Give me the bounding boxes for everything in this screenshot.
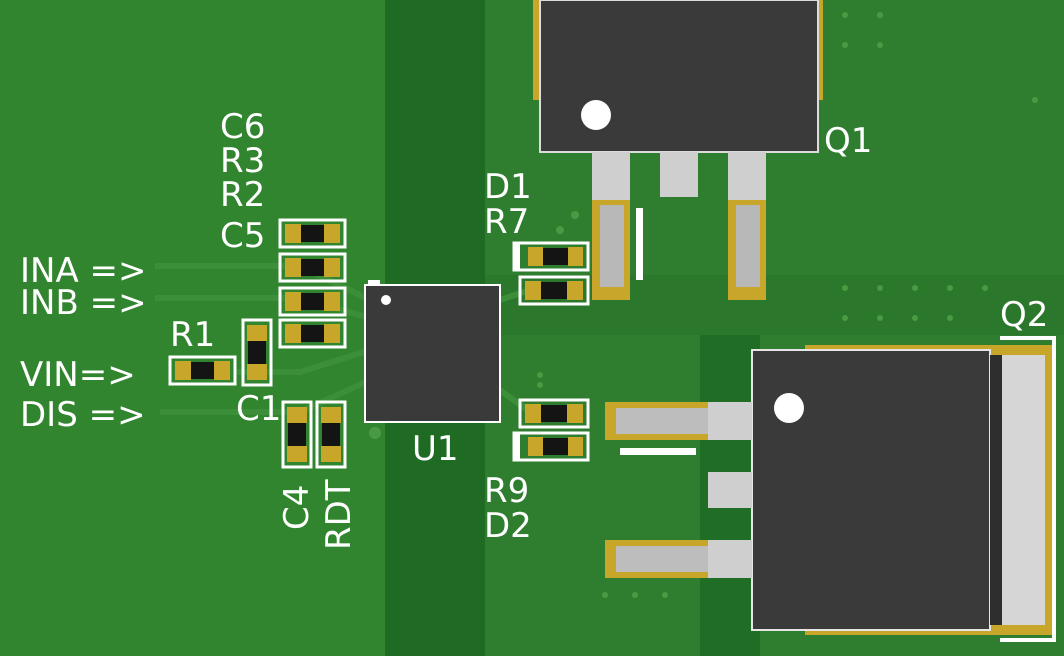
c5-label: C5 xyxy=(220,216,265,256)
vias xyxy=(369,12,1038,598)
q2-pad-bottom-metal xyxy=(616,546,708,572)
vin-label: VIN=> xyxy=(20,355,136,395)
dis-label: DIS => xyxy=(20,395,146,435)
r7-resistor[interactable]: R7 xyxy=(484,202,590,306)
q2-body xyxy=(751,349,991,631)
u1-label: U1 xyxy=(412,429,459,469)
q2-silk-outline xyxy=(1000,336,1056,642)
q2-silk-line xyxy=(620,448,696,455)
r9-resistor[interactable]: R9 xyxy=(484,398,590,511)
rdt-label: RDT xyxy=(319,479,359,550)
q2-tab-edge xyxy=(990,355,1002,625)
q1-transistor[interactable]: Q1 xyxy=(533,0,872,300)
r3-label: R3 xyxy=(220,141,265,181)
c4-label: C4 xyxy=(277,485,317,530)
u1-body xyxy=(364,284,501,423)
r1-label: R1 xyxy=(170,315,215,355)
passive-column: C6 R3 R2 C5 xyxy=(220,107,347,349)
u1-pin1-marker xyxy=(381,295,391,305)
q2-lead-mid xyxy=(708,472,752,508)
c6-capacitor[interactable] xyxy=(278,318,347,349)
q2-pin1-marker xyxy=(774,393,804,423)
q1-lead-center xyxy=(660,152,698,197)
q2-pad-top-metal xyxy=(616,408,708,434)
lower-center-plane xyxy=(485,335,700,656)
q1-body xyxy=(539,0,819,153)
q1-pad-right-metal xyxy=(736,205,760,287)
rdt-resistor[interactable]: RDT xyxy=(315,400,359,550)
q2-label: Q2 xyxy=(1000,295,1048,335)
q1-pin1-marker xyxy=(581,100,611,130)
r2-label: R2 xyxy=(220,175,265,215)
c5-capacitor[interactable] xyxy=(278,218,347,249)
d2-label: D2 xyxy=(484,506,532,546)
q1-pad-left-metal xyxy=(600,205,624,287)
c6-label: C6 xyxy=(220,107,265,147)
ina-label: INA => xyxy=(20,251,147,291)
q1-lead-left xyxy=(592,152,630,200)
r1-resistor[interactable]: R1 xyxy=(168,315,237,386)
r2-resistor[interactable] xyxy=(278,252,347,283)
c1-label: C1 xyxy=(236,389,281,429)
q2-lead-bottom xyxy=(708,540,752,578)
q2-transistor[interactable]: Q2 xyxy=(605,295,1056,642)
d1-label: D1 xyxy=(484,167,532,207)
c4-capacitor[interactable]: C4 xyxy=(277,400,317,530)
d1-diode[interactable]: D1 xyxy=(484,167,590,272)
c1-capacitor[interactable]: C1 xyxy=(236,318,281,429)
u1-ic[interactable]: U1 xyxy=(364,280,501,469)
inb-label: INB => xyxy=(20,283,147,323)
q2-lead-top xyxy=(708,402,752,440)
r7-label: R7 xyxy=(484,202,529,242)
r3-resistor[interactable] xyxy=(278,286,347,317)
d2-diode[interactable]: D2 xyxy=(484,431,590,546)
q1-lead-right xyxy=(728,152,766,200)
q1-label: Q1 xyxy=(824,121,872,161)
u1-pin1-silk xyxy=(368,280,380,284)
r9-label: R9 xyxy=(484,471,529,511)
q1-silk-line xyxy=(636,208,643,280)
